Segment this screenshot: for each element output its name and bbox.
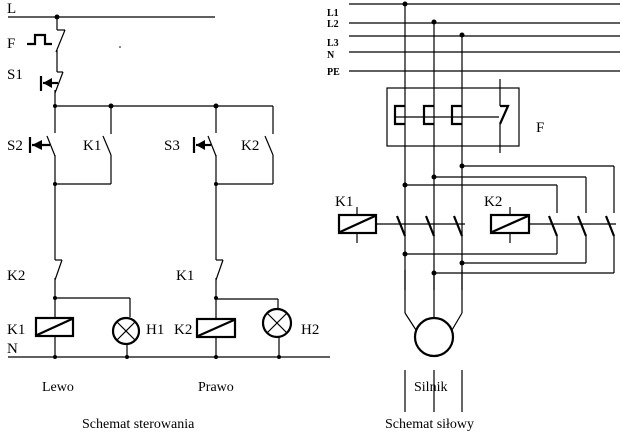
line-label-n: N — [327, 50, 335, 61]
coil-k1 — [34, 316, 75, 357]
neutral-label: N — [7, 341, 18, 357]
junction — [53, 355, 57, 359]
thermal-relay-label: F — [536, 120, 544, 136]
lamp-h2 — [216, 298, 293, 359]
stop-button-s1 — [39, 71, 64, 107]
power-title: Schemat siłowy — [385, 417, 474, 432]
hold-contact-k1 — [53, 106, 112, 186]
right-interlock-label: K1 — [176, 268, 194, 284]
coil-k2 — [195, 317, 237, 357]
power-circuit: L1 L2 L3 N PE F — [327, 1, 620, 432]
contactor-k2 — [489, 207, 616, 243]
control-title: Schemat sterowania — [82, 417, 195, 432]
motor — [400, 270, 470, 370]
contactor1-label: K1 — [335, 194, 353, 210]
thermal-element-icon — [422, 104, 434, 126]
right-lamp-label: H2 — [301, 322, 319, 338]
contactor2-label: K2 — [484, 194, 502, 210]
line-label-l1: L1 — [327, 8, 339, 19]
motor-icon — [413, 316, 455, 358]
aux-contact-icon — [498, 104, 510, 125]
junction — [431, 174, 437, 180]
junction — [402, 251, 408, 257]
contactor-k1 — [337, 207, 465, 243]
junction — [53, 182, 57, 186]
thermal-relay-f — [386, 79, 520, 153]
thermal-element-icon — [393, 104, 405, 126]
interlock-k2 — [53, 259, 63, 318]
fuse-f — [27, 17, 66, 72]
line-label-l2: L2 — [327, 19, 339, 30]
supply-label: L — [7, 1, 16, 17]
start-button-s2 — [28, 106, 56, 260]
line-label-pe: PE — [327, 67, 340, 78]
left-caption: Lewo — [42, 380, 74, 395]
start-button-s3 — [192, 106, 217, 260]
thermal-element-icon — [450, 104, 462, 126]
left-hold-contact-label: K1 — [83, 138, 101, 154]
hold-contact-k2 — [214, 106, 274, 186]
junction — [402, 182, 408, 188]
motor-caption: Silnik — [414, 380, 447, 395]
thermal-symbol-icon — [27, 33, 52, 46]
right-caption: Prawo — [198, 380, 234, 395]
junction — [459, 260, 465, 266]
left-button-label: S2 — [7, 138, 23, 154]
left-lamp-label: H1 — [146, 322, 164, 338]
stray-dot — [119, 46, 121, 48]
interlock-k1 — [214, 259, 224, 318]
right-hold-contact-label: K2 — [241, 138, 259, 154]
left-interlock-label: K2 — [7, 268, 25, 284]
junction — [214, 182, 218, 186]
junction — [214, 355, 218, 359]
lamp-h1 — [55, 297, 141, 359]
control-circuit: L F S1 — [7, 1, 330, 432]
junction — [459, 163, 465, 169]
fuse-label: F — [7, 36, 15, 52]
right-button-label: S3 — [164, 138, 180, 154]
line-label-l3: L3 — [327, 38, 339, 49]
stop-button-label: S1 — [7, 67, 23, 83]
left-coil-label: K1 — [7, 322, 25, 338]
right-coil-label: K2 — [174, 322, 192, 338]
